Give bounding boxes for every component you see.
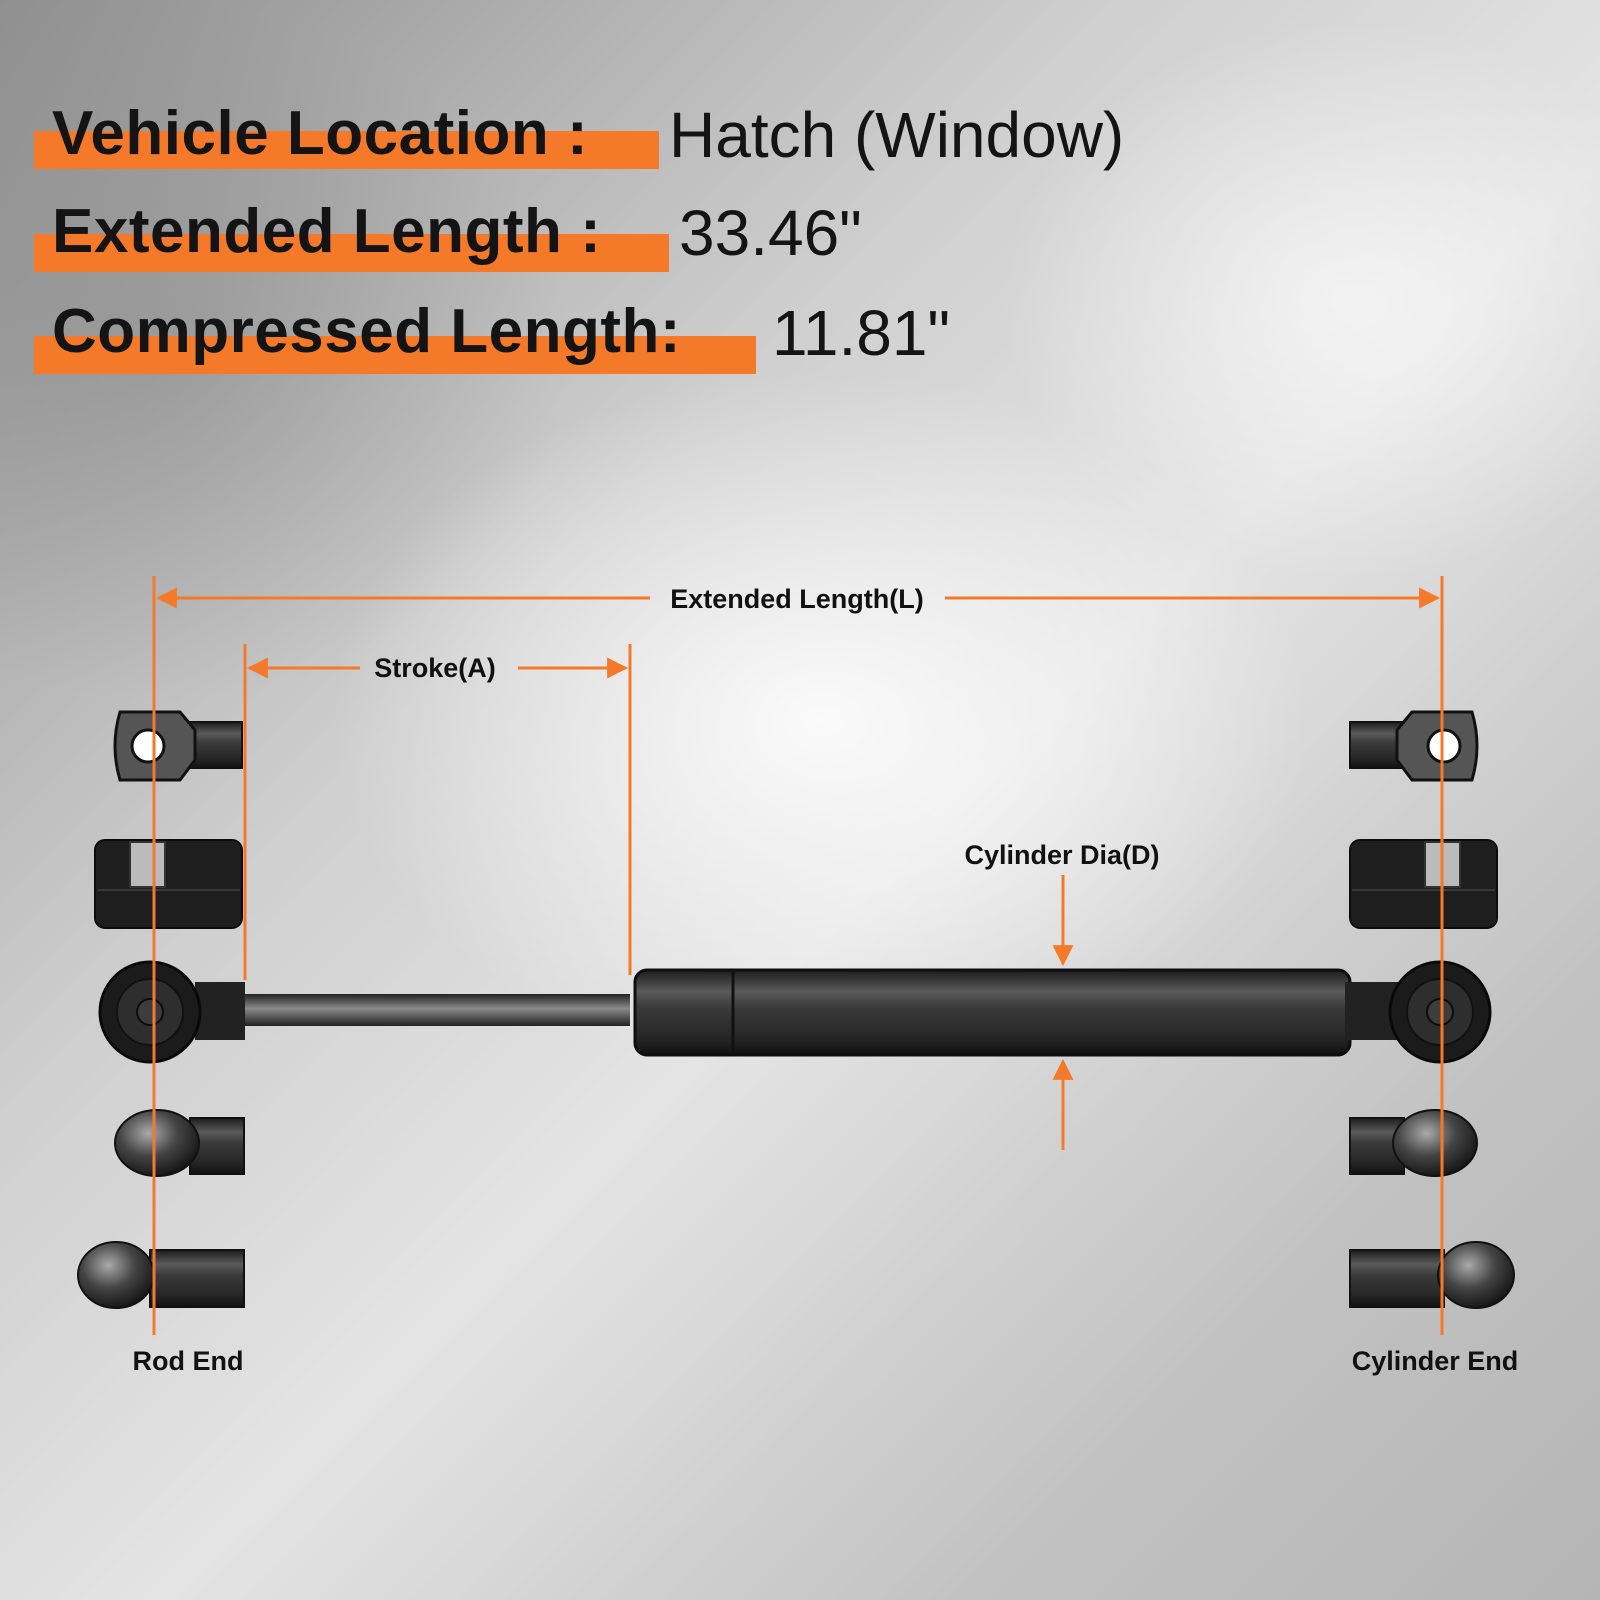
spec-compressed-length: Compressed Length: 11.81" <box>34 296 1234 376</box>
cylinder-end-fittings <box>1349 710 1515 1309</box>
piston-rod <box>240 994 630 1026</box>
spec-extended-length: Extended Length : 33.46" <box>34 196 1234 276</box>
clevis-fitting-left <box>94 839 243 929</box>
extended-length-label: Extended Length(L) <box>670 584 923 614</box>
ball-socket-long-right <box>1349 1241 1515 1309</box>
ball-socket-short-right <box>1349 1109 1478 1177</box>
ball-socket-short-left <box>114 1109 245 1177</box>
eye-fitting-right <box>1349 710 1479 782</box>
dimension-lines <box>152 576 1444 1335</box>
cylinder-body <box>633 968 1352 1057</box>
spec-label: Extended Length : <box>52 197 602 266</box>
highlight-bar <box>34 131 659 169</box>
cylinder-dia-label: Cylinder Dia(D) <box>964 840 1159 870</box>
eye-fitting-left <box>113 710 243 782</box>
spec-value: 11.81" <box>772 297 951 369</box>
spec-vehicle-location: Vehicle Location : Hatch (Window) <box>34 98 1234 178</box>
spec-value: 33.46" <box>679 197 862 269</box>
strut-assembly <box>98 960 1492 1064</box>
highlight-bar <box>34 336 756 374</box>
stroke-label: Stroke(A) <box>374 653 496 683</box>
cylinder-eyelet <box>1345 960 1492 1064</box>
cylinder-end-label: Cylinder End <box>1352 1346 1519 1376</box>
rod-end-label: Rod End <box>133 1346 244 1376</box>
spec-label: Vehicle Location : <box>52 99 589 168</box>
spec-value: Hatch (Window) <box>669 99 1125 171</box>
rod-eyelet <box>98 960 245 1064</box>
clevis-fitting-right <box>1349 839 1498 929</box>
highlight-bar <box>34 234 669 272</box>
ball-socket-long-left <box>77 1241 245 1309</box>
spec-label: Compressed Length: <box>52 297 682 366</box>
